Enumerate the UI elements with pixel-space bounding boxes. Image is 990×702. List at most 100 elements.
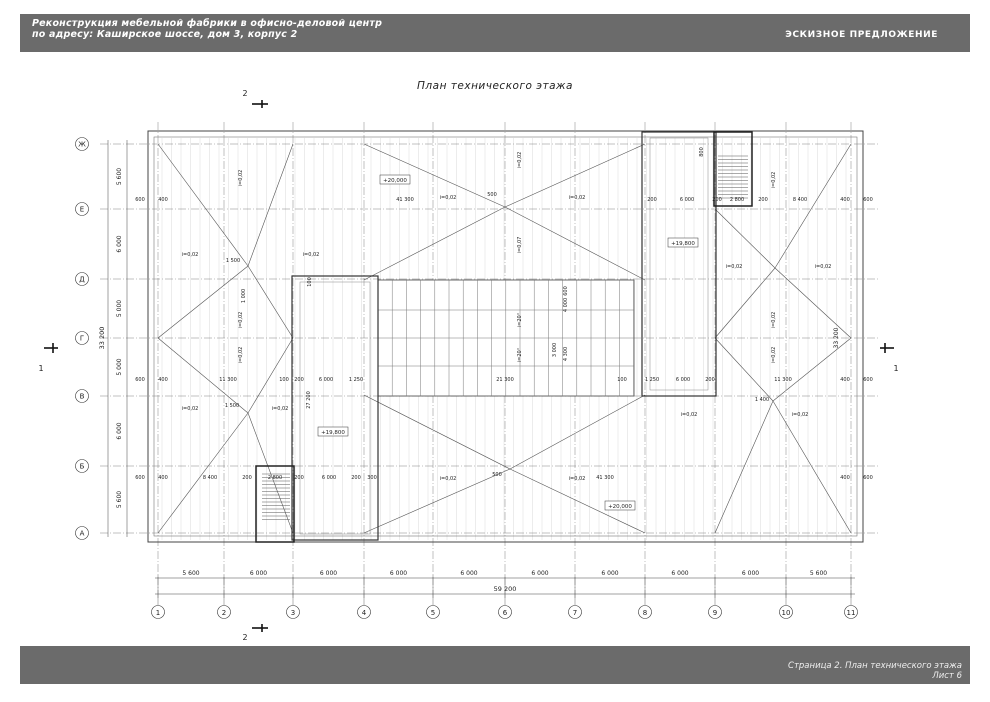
ridge-line <box>247 265 294 339</box>
dim-overall-length: 59 200 <box>494 585 517 593</box>
axis-bubble <box>708 605 722 619</box>
dim-row-e: 200 <box>712 197 722 203</box>
dim-row-e: 8 400 <box>793 197 807 203</box>
project-title-line1: Реконструкция мебельной фабрики в офисно… <box>32 18 383 29</box>
machine-room-right <box>641 131 717 397</box>
axis-label-column: 5 <box>431 609 435 617</box>
axis-bubble <box>844 605 858 619</box>
dim-span-left: 5 000 <box>116 300 123 317</box>
axis-bubble <box>151 605 165 619</box>
axis-bubble <box>75 459 89 473</box>
dim-row-b: 2 800 <box>268 475 282 481</box>
dim-row-b: 300 <box>367 475 377 481</box>
axis-bubble <box>75 389 89 403</box>
dim-row-v: 21 300 <box>496 377 514 383</box>
dim-span-bottom: 6 000 <box>250 570 267 577</box>
dim-span-bottom: 6 000 <box>460 570 477 577</box>
dim-row-b: 400 <box>840 475 850 481</box>
ridge-line <box>363 206 506 281</box>
section-mark-2-top-label: 2 <box>242 89 247 98</box>
dim-misc: 3 000 <box>552 343 558 357</box>
dim-row-b: 41 300 <box>596 475 614 481</box>
elevation-box <box>317 426 349 437</box>
plan-title: План технического этажа <box>417 80 573 92</box>
axis-bubble <box>75 202 89 216</box>
axis-label-row: Б <box>80 463 85 471</box>
dim-span-bottom: 6 000 <box>742 570 759 577</box>
dim-span-left: 5 600 <box>116 491 123 508</box>
dim-misc: 1 500 <box>226 258 240 264</box>
dim-row-b: 8 400 <box>203 475 217 481</box>
sheet-caption-line1: Страница 2. План технического этажа <box>788 661 962 671</box>
dim-row-v: 600 <box>135 377 145 383</box>
dim-row-v: 11 300 <box>774 377 792 383</box>
axis-bubble <box>638 605 652 619</box>
dim-row-v: 100 <box>279 377 289 383</box>
dim-row-b: 200 <box>242 475 252 481</box>
dim-row-v: 200 <box>705 377 715 383</box>
machine-room-left-inner <box>299 281 371 535</box>
project-title-line2: по адресу: Каширское шоссе, дом 3, корпу… <box>32 29 298 40</box>
axis-label-row: А <box>80 530 85 538</box>
slope-label: i=0,02 <box>440 476 457 482</box>
dim-row-e: 200 <box>758 197 768 203</box>
ridge-line <box>247 337 294 414</box>
axis-bubble <box>498 605 512 619</box>
axis-bubble <box>568 605 582 619</box>
grid-lines <box>75 122 880 619</box>
dim-misc: 4 300 <box>563 347 569 361</box>
ridge-line <box>509 394 646 470</box>
dim-row-v: 100 <box>617 377 627 383</box>
axis-label-row: В <box>80 393 85 401</box>
slope-label: i=0,02 <box>182 252 199 258</box>
dim-overall-height-right: 33 200 <box>833 327 840 348</box>
axis-label-column: 1 <box>156 609 160 617</box>
stair-block-right <box>713 131 753 207</box>
elevation-box <box>379 174 411 185</box>
axis-label-column: 4 <box>362 609 367 617</box>
stage-label: ЭСКИЗНОЕ ПРЕДЛОЖЕНИЕ <box>785 30 938 40</box>
dim-misc: 500 <box>492 472 502 478</box>
ridge-line <box>363 468 511 534</box>
dim-span-bottom: 6 000 <box>390 570 407 577</box>
axis-label-column: 11 <box>847 609 856 617</box>
slope-label: i=0,02 <box>182 406 199 412</box>
dim-row-v: 11 300 <box>219 377 237 383</box>
axis-label-column: 10 <box>782 609 791 617</box>
ridge-line <box>774 143 852 269</box>
ridge-line <box>509 468 646 534</box>
ridge-line <box>504 206 646 281</box>
roof-hatching <box>161 138 847 540</box>
dim-overall-height: 33 200 <box>98 327 106 350</box>
slope-label: i=0,02 <box>771 172 777 189</box>
slope-label: i=0,02 <box>238 312 244 329</box>
dim-misc: 500 <box>487 192 497 198</box>
dim-row-b: 400 <box>158 475 168 481</box>
ridge-line <box>774 267 852 339</box>
axis-bubble <box>75 272 89 286</box>
ridge-line <box>157 412 249 534</box>
elevation-mark: +19,800 <box>321 430 345 436</box>
machine-room-left <box>291 275 379 541</box>
inner-wall <box>153 136 858 537</box>
dim-span-bottom: 6 000 <box>531 570 548 577</box>
dim-row-b: 600 <box>863 475 873 481</box>
axis-bubble <box>75 526 89 540</box>
dim-misc: 1 500 <box>225 403 239 409</box>
ridge-line <box>247 143 294 267</box>
ridge-line <box>772 400 852 534</box>
dim-span-bottom: 6 000 <box>320 570 337 577</box>
slope-label: i=0,02 <box>238 170 244 187</box>
dim-row-v: 1 250 <box>349 377 363 383</box>
dim-span-left: 5 600 <box>116 168 123 185</box>
dim-row-e: 41 300 <box>396 197 414 203</box>
section-mark-1-left-label: 1 <box>38 364 43 373</box>
axis-bubble <box>217 605 231 619</box>
slope-label: i=20° <box>517 312 523 327</box>
dim-misc: 600 <box>563 286 569 296</box>
footer-bar: Страница 2. План технического этажа Лист… <box>20 646 970 684</box>
dim-span-bottom: 6 000 <box>601 570 618 577</box>
axis-label-column: 2 <box>222 609 226 617</box>
